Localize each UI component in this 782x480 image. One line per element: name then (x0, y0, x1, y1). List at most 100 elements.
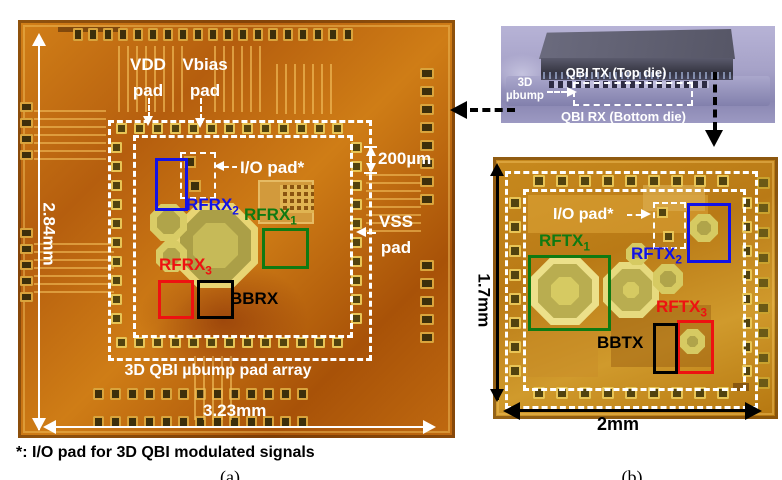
vss-pad-arrow (367, 232, 376, 234)
pad (20, 228, 33, 238)
pad (420, 140, 434, 151)
rftx1-box (528, 255, 611, 331)
pad (278, 123, 289, 134)
pad (127, 416, 138, 428)
pad (280, 388, 291, 400)
connector-arrowhead-down-icon (705, 130, 723, 147)
pad (238, 28, 248, 41)
io-pad-arrow (627, 214, 641, 216)
pad (351, 294, 362, 305)
pitch-arrow (370, 149, 372, 170)
pad (20, 276, 33, 286)
vbias-pad-arrowhead-icon (195, 118, 205, 128)
pad (193, 28, 203, 41)
pad (420, 176, 434, 187)
die-edge-sparkle (543, 72, 731, 79)
pad (253, 28, 263, 41)
bbrx-label: BBRX (230, 289, 279, 308)
ubump-zone-outline (573, 82, 693, 106)
pad (20, 244, 33, 254)
rfrx3-box (158, 280, 194, 319)
pad (134, 123, 145, 134)
pad (111, 161, 122, 172)
pad (111, 275, 122, 286)
capacitor-array (280, 185, 314, 213)
connector-arrow-left (470, 108, 515, 112)
metal-traces (34, 238, 114, 293)
io-pad (189, 180, 201, 192)
ubump-pad-row-top (116, 123, 343, 134)
pad (742, 293, 752, 305)
bottom-die-label: QBI RX (Bottom die) (561, 109, 686, 123)
bond-pad-col-right-2 (420, 260, 434, 343)
io-pad-arrowhead-icon (641, 209, 651, 219)
top-die-label: QBI TX (Top die) (565, 65, 667, 80)
pad (332, 337, 343, 348)
pad (742, 341, 752, 353)
pad (223, 28, 233, 41)
inductor-coil-small (626, 243, 648, 265)
rftx2-label: RFTX2 (631, 244, 683, 267)
top-die-top-face (539, 29, 735, 59)
pad (212, 416, 223, 428)
pad (178, 388, 189, 400)
pad (509, 197, 521, 209)
pad (111, 256, 122, 267)
chip-id-mark (733, 383, 749, 391)
pad (297, 416, 308, 428)
pad (246, 388, 257, 400)
pitch-arrowhead-down-icon (366, 163, 376, 173)
pad (351, 256, 362, 267)
pad (314, 337, 325, 348)
inductor-coil-small (690, 214, 718, 242)
vdd-pad-arrowhead-icon (143, 116, 153, 126)
pad (314, 123, 325, 134)
panel-b-tx-die-photo: I/O pad* RFTX1 RFTX2 RFTX3 BBTX (493, 157, 778, 419)
pad (88, 28, 98, 41)
pad (742, 197, 752, 209)
rfrx2-label: RFRX2 (186, 195, 239, 218)
rfrx3-label: RFRX3 (159, 255, 212, 278)
pad (328, 28, 338, 41)
pad (717, 175, 729, 187)
ubump-arrow (547, 91, 567, 93)
width-arrowhead-left-icon (43, 420, 56, 434)
pad (296, 123, 307, 134)
ubump-array-outline-outer (108, 120, 372, 361)
pad (195, 416, 206, 428)
width-arrowhead-left-icon (503, 402, 520, 420)
pad (351, 275, 362, 286)
pad (509, 245, 521, 257)
pad (111, 180, 122, 191)
ubump-row (549, 81, 709, 88)
pad (298, 28, 308, 41)
pad (509, 365, 521, 377)
pad (625, 175, 637, 187)
pad (20, 118, 33, 128)
caption-a: (a) (220, 467, 240, 480)
height-arrowhead-top-icon (32, 33, 46, 46)
height-dimension-arrow (38, 37, 40, 430)
pad (648, 175, 660, 187)
pad (509, 293, 521, 305)
pad (170, 337, 181, 348)
pad (133, 28, 143, 41)
height-dimension-arrow-b (496, 167, 499, 400)
pad (556, 175, 568, 187)
ubump-pad-col-left (509, 197, 521, 377)
ubump-array-label: 3D QBI µbump pad array (124, 362, 312, 379)
inductor-coil-small (653, 264, 683, 294)
pad (420, 122, 434, 133)
pad (73, 28, 83, 41)
pad (148, 28, 158, 41)
metal-traces (366, 170, 421, 232)
pad (757, 202, 770, 214)
metal-traces (118, 46, 186, 112)
pad (742, 317, 752, 329)
io-pad-label: I/O pad* (553, 206, 614, 223)
pad (103, 28, 113, 41)
pad (144, 416, 155, 428)
metal-traces (276, 64, 338, 114)
